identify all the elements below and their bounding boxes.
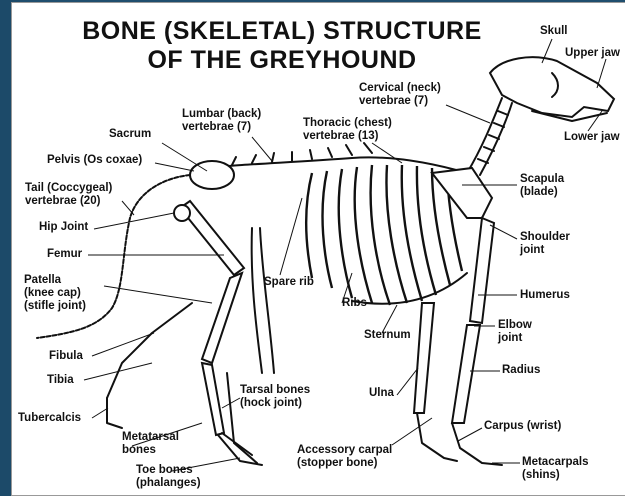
label-femur: Femur (47, 248, 82, 261)
label-ulna: Ulna (369, 387, 394, 400)
humerus-bone (470, 218, 494, 323)
radius-bone (452, 325, 480, 423)
label-pelvis: Pelvis (Os coxae) (47, 154, 142, 167)
neck-vertebrae (467, 98, 512, 175)
label-humerus: Humerus (520, 289, 570, 302)
label-upper-jaw: Upper jaw (565, 47, 620, 60)
label-carpus: Carpus (wrist) (484, 420, 561, 433)
label-scapula: Scapula (blade) (520, 173, 564, 199)
label-lower-jaw: Lower jaw (564, 131, 620, 144)
label-radius: Radius (502, 364, 540, 377)
label-metatarsal: Metatarsal bones (122, 431, 179, 457)
rib-cage (306, 165, 462, 305)
label-tarsal: Tarsal bones (hock joint) (240, 384, 310, 410)
label-metacarpals: Metacarpals (shins) (522, 456, 588, 482)
label-accessory-carpal: Accessory carpal (stopper bone) (297, 444, 392, 470)
sternum-bone (352, 273, 467, 304)
label-ribs: Ribs (342, 297, 367, 310)
scapula-bone (432, 168, 492, 218)
pelvis-bone (190, 161, 234, 189)
tibia-bone (202, 273, 242, 363)
label-sacrum: Sacrum (109, 128, 151, 141)
ulna-bone (414, 303, 434, 413)
label-skull: Skull (540, 25, 567, 38)
label-spare-rib: Spare rib (264, 276, 314, 289)
label-elbow-joint: Elbow joint (498, 319, 532, 345)
metatarsal-bone (202, 363, 224, 435)
label-tubercalcis: Tubercalcis (18, 412, 81, 425)
label-hip-joint: Hip Joint (39, 221, 88, 234)
skull-bone (490, 57, 614, 117)
label-tail: Tail (Coccygeal) vertebrae (20) (25, 182, 112, 208)
label-tibia: Tibia (47, 374, 74, 387)
label-cervical: Cervical (neck) vertebrae (7) (359, 82, 441, 108)
label-patella: Patella (knee cap) (stifle joint) (24, 274, 86, 313)
label-sternum: Sternum (364, 329, 411, 342)
label-lumbar: Lumbar (back) vertebrae (7) (182, 108, 261, 134)
label-fibula: Fibula (49, 350, 83, 363)
diagram-card: BONE (SKELETAL) STRUCTURE OF THE GREYHOU… (11, 2, 625, 496)
label-shoulder-joint: Shoulder joint (520, 231, 570, 257)
label-toe-bones: Toe bones (phalanges) (136, 464, 201, 490)
label-thoracic: Thoracic (chest) vertebrae (13) (303, 117, 392, 143)
